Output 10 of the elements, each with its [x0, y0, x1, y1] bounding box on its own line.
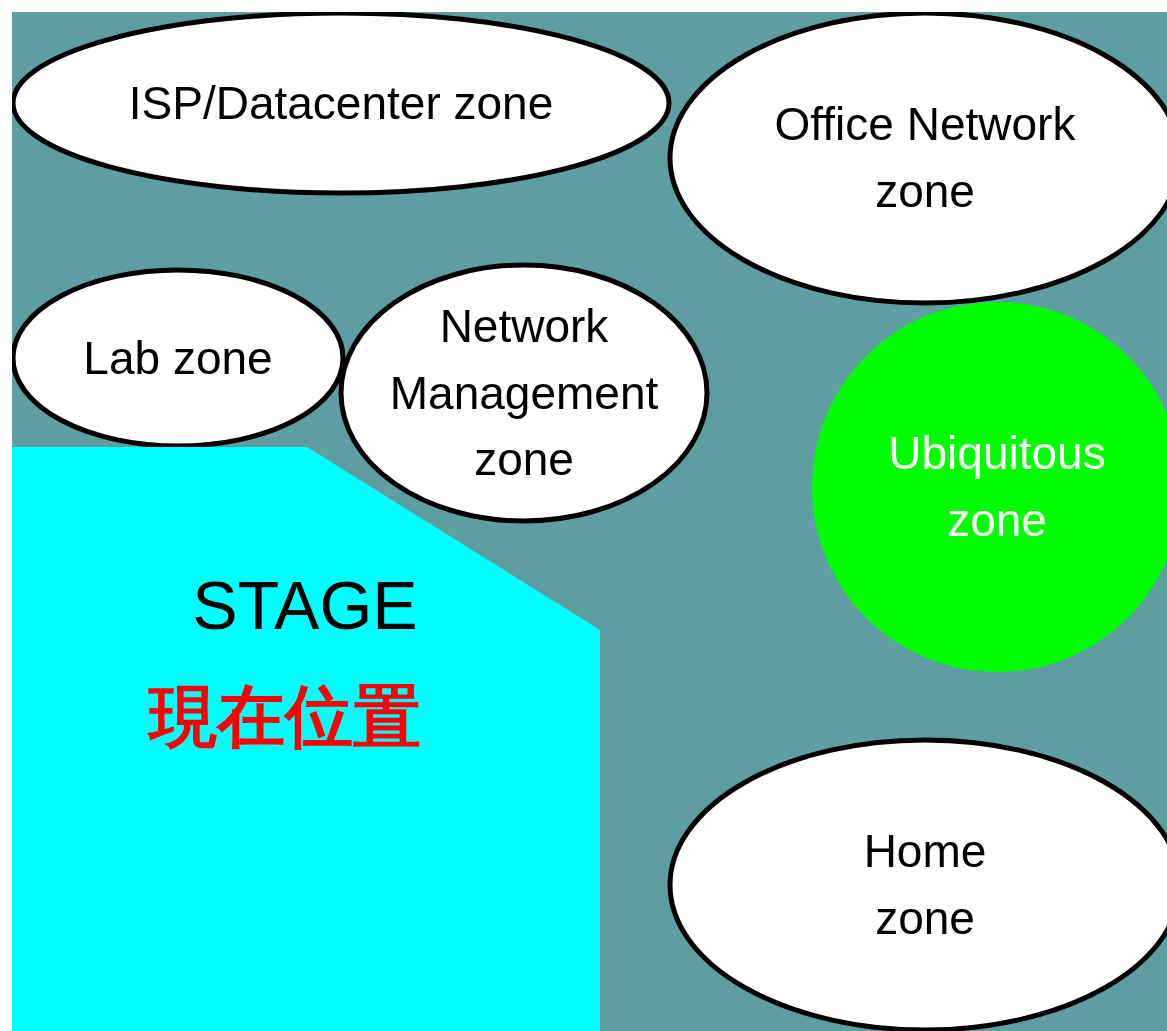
zone-label: Ubiquitous zone	[887, 426, 1107, 548]
zone-label: Network Management zone	[388, 298, 660, 488]
location-label: 現在位置	[149, 676, 421, 756]
stage-title: STAGE	[192, 565, 418, 645]
zone-label: Office Network zone	[773, 97, 1077, 219]
zone-label: ISP/Datacenter zone	[127, 75, 555, 131]
zone-label: Lab zone	[82, 330, 274, 386]
stage-area	[12, 447, 600, 1031]
zone-label: Home zone	[862, 824, 988, 946]
zone-ellipse	[338, 262, 710, 524]
